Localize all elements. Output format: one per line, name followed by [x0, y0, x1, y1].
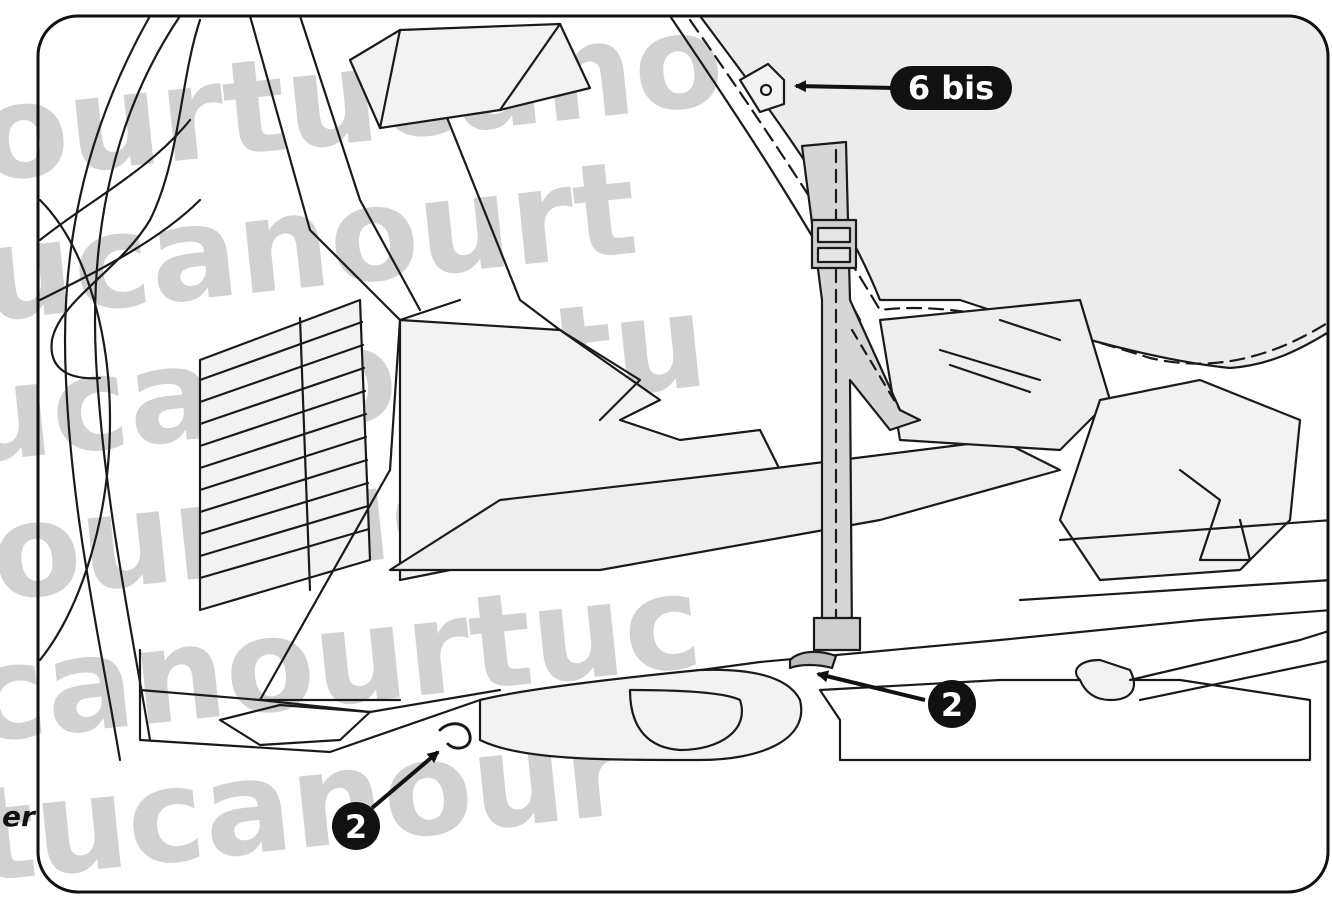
exhaust-pipe [478, 668, 803, 762]
fairing-edge-c [438, 98, 562, 332]
callout-2-left: 2 [332, 802, 380, 850]
arrow-hook-left [370, 750, 440, 810]
callout-badge [890, 66, 1012, 110]
callout-label: 6 bis [908, 69, 994, 107]
wheel-rim [38, 198, 112, 662]
tie-down-strap [788, 140, 922, 670]
callout-label: 2 [345, 808, 367, 846]
left-hook [438, 722, 472, 750]
arrow-6bis [794, 80, 896, 93]
frame-border [36, 14, 1330, 894]
wheel-outer [93, 16, 182, 742]
arrow-hook-right [816, 670, 926, 702]
fairing-edge-b [298, 16, 422, 312]
callout-2-right: 2 [928, 680, 976, 728]
callout-6bis: 6 bis [890, 66, 1012, 110]
radiator-grille [198, 298, 372, 612]
edge-text-fragment: er [2, 800, 37, 833]
callout-label: 2 [941, 686, 963, 724]
rear-assembly [1058, 378, 1302, 582]
fairing-panel [388, 438, 1062, 572]
engine-cover [878, 298, 1112, 452]
wheel-inner [63, 16, 152, 762]
cable-loop [50, 18, 202, 380]
underside-line [818, 678, 1312, 762]
fairing-edge-a [248, 16, 462, 322]
callout-badge [928, 680, 976, 728]
footrest [1075, 658, 1135, 702]
callout-arrows [370, 80, 926, 810]
callout-badge [332, 802, 380, 850]
